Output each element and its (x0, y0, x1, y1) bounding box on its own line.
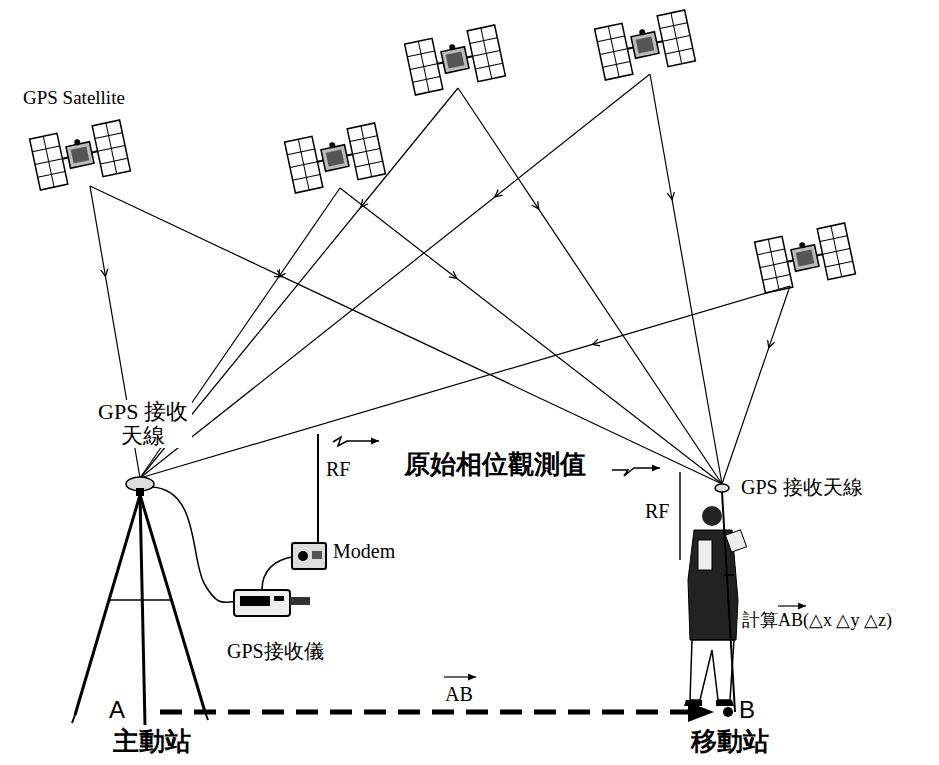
point-b-mark (723, 707, 733, 717)
signal-ray (340, 188, 722, 484)
station-name: 移動站 (690, 728, 770, 757)
baseline-dashed (160, 710, 688, 715)
vector-arrow (444, 676, 476, 677)
satellite-label: GPS Satellite (22, 88, 126, 109)
station-name: 主動站 (112, 728, 192, 757)
antenna-label: GPS 接收天線 (94, 400, 192, 448)
rf-label: RF (644, 500, 670, 522)
signal-ray (650, 74, 722, 484)
modem-label: Modem (332, 540, 396, 562)
computation-label: 計算AB(△x △y △z) (741, 611, 893, 631)
rf-signal-arrow (333, 437, 379, 446)
signal-ray (458, 88, 722, 484)
point-label: B (738, 697, 756, 723)
base-tripod (72, 495, 208, 725)
rf-signal-arrow (612, 468, 660, 476)
rf-label: RF (325, 458, 351, 480)
point-label: A (108, 697, 126, 723)
base-antenna (126, 477, 154, 496)
satellite-signal-lines (90, 74, 790, 484)
radio-modem (292, 434, 326, 569)
vector-label: AB (444, 683, 474, 705)
rover-surveyor (680, 472, 747, 712)
vector-arrow (778, 605, 806, 606)
antenna-cable (152, 487, 238, 602)
modem-cable (262, 557, 292, 590)
phase-observation-label: 原始相位觀測值 (403, 451, 587, 480)
signal-ray (140, 286, 790, 478)
signal-ray (90, 186, 722, 484)
signal-ray (140, 74, 650, 478)
gps-satellites (30, 10, 856, 293)
gps-receiver (234, 590, 310, 616)
signal-ray (722, 286, 790, 484)
receiver-label: GPS接收儀 (226, 640, 325, 662)
baseline-arrowhead (688, 702, 714, 722)
antenna-label: GPS 接收天線 (740, 476, 864, 498)
